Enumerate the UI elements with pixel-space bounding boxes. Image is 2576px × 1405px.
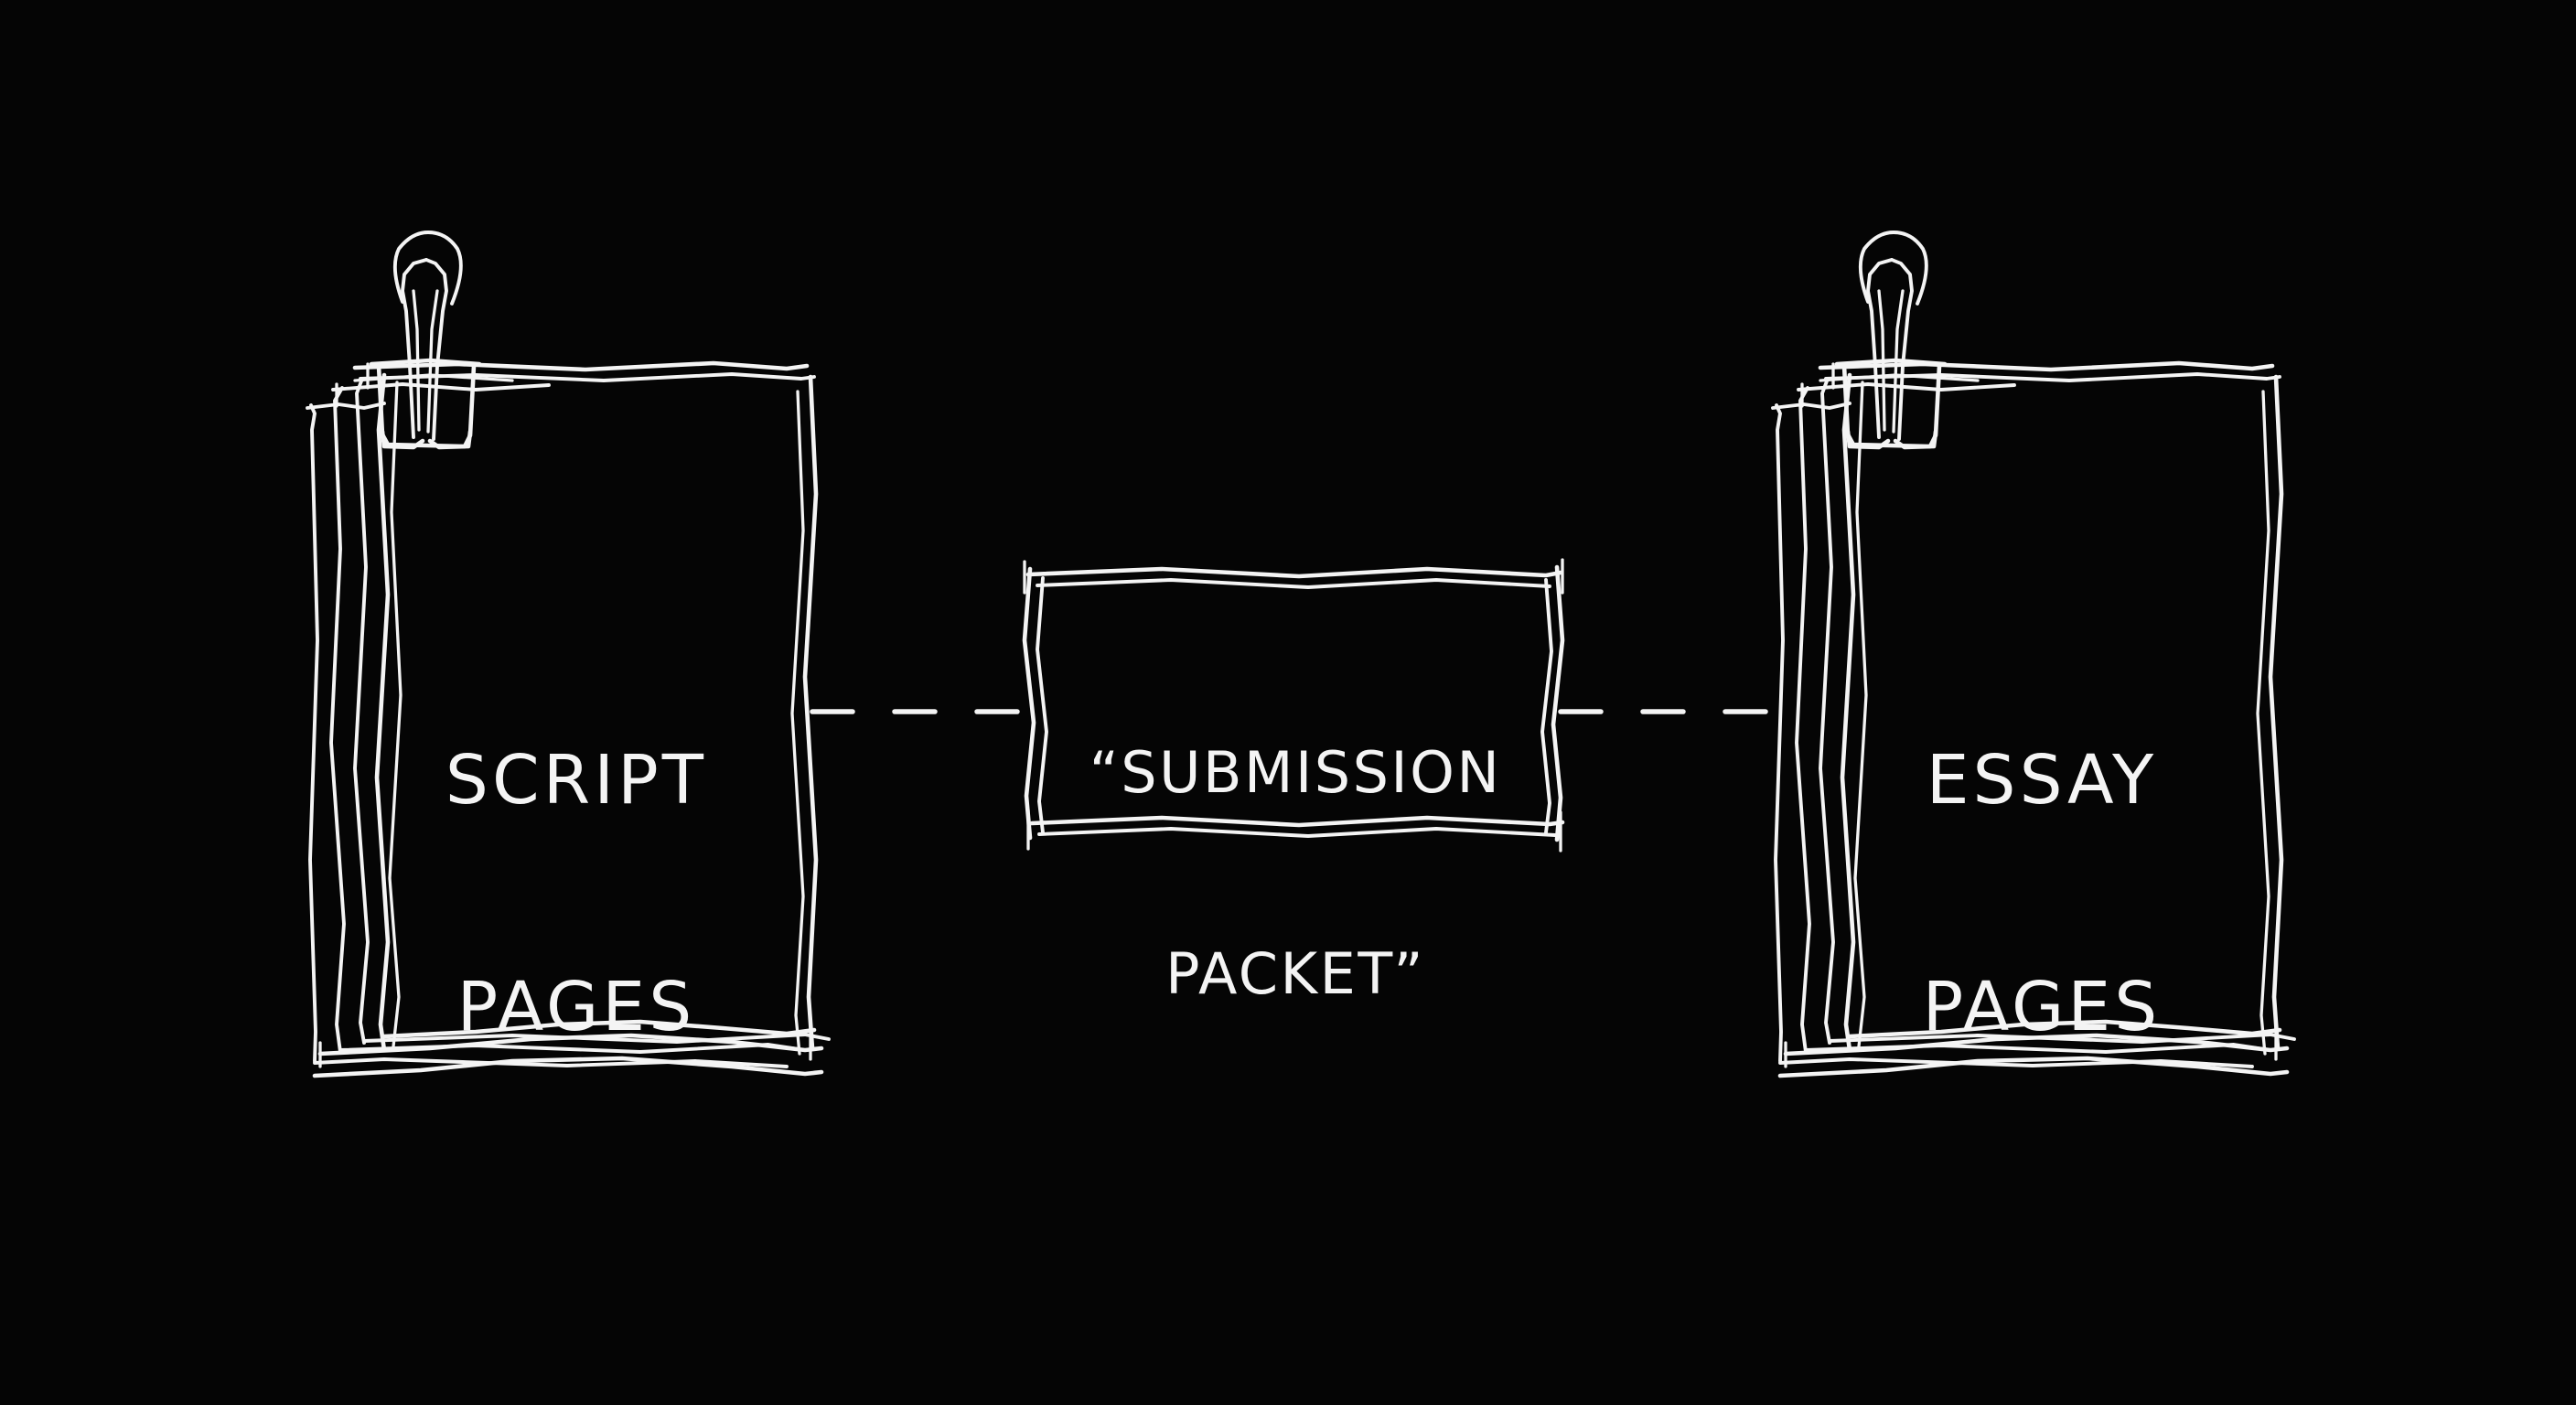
binder-clip-icon xyxy=(369,231,482,450)
essay-pages-stack[interactable] xyxy=(1771,231,2296,1078)
script-pages-label: SCRIPT PAGES xyxy=(320,591,832,1197)
script-pages-label-line-1: SCRIPT xyxy=(445,740,708,820)
script-pages-stack[interactable] xyxy=(306,231,831,1078)
essay-pages-label-line-2: PAGES xyxy=(1922,968,2162,1047)
paper-sheet-front xyxy=(312,360,824,1078)
submission-packet-label: “SUBMISSION PACKET” xyxy=(1023,606,1568,1141)
submission-packet-label-line-1: “SUBMISSION xyxy=(1089,739,1502,807)
paper-sheet-back-3 xyxy=(1771,402,2254,1068)
script-pages-label-line-2: PAGES xyxy=(456,968,696,1047)
paper-sheet-front xyxy=(1777,360,2290,1078)
binder-clip-icon xyxy=(1834,231,1948,450)
submission-packet-box[interactable] xyxy=(1022,558,1565,853)
essay-pages-label-line-1: ESSAY xyxy=(1926,740,2158,820)
essay-pages-label: ESSAY PAGES xyxy=(1786,591,2298,1197)
submission-packet-label-line-2: PACKET” xyxy=(1165,939,1425,1007)
paper-sheet-back-3 xyxy=(306,402,789,1068)
